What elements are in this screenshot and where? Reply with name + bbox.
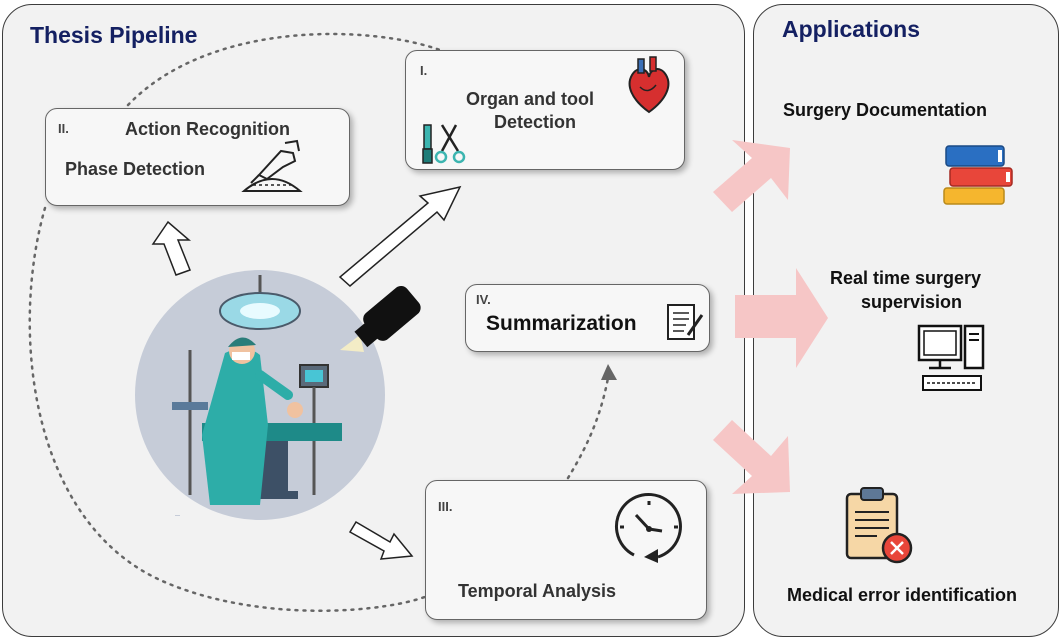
organ-tool-label-line2: Detection	[494, 112, 577, 132]
organ-tool-label-line1: Organ and tool	[466, 89, 594, 109]
summarization-label: Summarization	[486, 312, 637, 335]
stage-number-4: IV.	[476, 292, 491, 307]
action-recognition-label: Action Recognition	[125, 119, 290, 139]
stage-number-1: I.	[420, 63, 428, 78]
arrow-to-temporal	[348, 520, 414, 560]
real-time-supervision-line2: supervision	[861, 292, 963, 312]
temporal-analysis-card: III. Temporal Analysis	[425, 480, 707, 620]
applications-title: Applications	[782, 16, 921, 42]
action-phase-card: II. Action Recognition Phase Detection	[45, 108, 350, 206]
document-edit-icon	[667, 304, 704, 340]
summarization-card: IV. Summarization	[465, 284, 710, 352]
pink-arrow-error	[713, 420, 790, 494]
pink-arrow-supervision	[735, 268, 828, 368]
medical-error-label: Medical error identification	[787, 585, 1018, 605]
organ-tool-detection-card: I. Organ and tool Detection	[405, 50, 685, 170]
surgeon-hand-icon	[241, 139, 303, 192]
clock-icon	[615, 493, 682, 563]
arrow-to-action	[151, 220, 192, 276]
surgery-documentation-label: Surgery Documentation	[783, 100, 988, 120]
stage-number-2: II.	[58, 121, 69, 136]
stage-number-3: III.	[438, 499, 453, 514]
camera-icon	[340, 285, 421, 352]
heart-icon	[628, 56, 670, 114]
real-time-supervision-line1: Real time surgery	[830, 268, 982, 288]
temporal-analysis-label: Temporal Analysis	[458, 581, 617, 601]
surgical-tools-icon	[422, 124, 466, 164]
phase-detection-label: Phase Detection	[65, 159, 206, 179]
surgery-illustration	[135, 270, 385, 520]
arrow-to-organ	[338, 185, 462, 287]
pipeline-title: Thesis Pipeline	[30, 22, 198, 48]
books-icon	[943, 145, 1013, 205]
computer-icon	[917, 324, 985, 391]
pink-arrow-documentation	[713, 140, 790, 212]
clipboard-error-icon	[845, 487, 913, 564]
